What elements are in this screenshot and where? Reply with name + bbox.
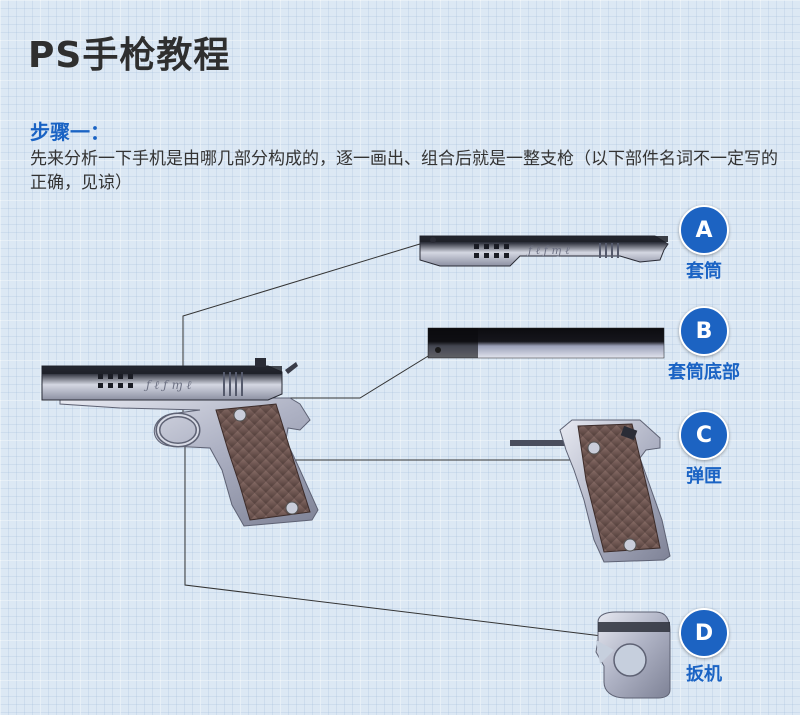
label-d: 扳机 [686, 664, 722, 685]
page-title: PS手枪教程 [28, 35, 231, 76]
badge-c: C [679, 410, 729, 460]
badge-a: A [679, 205, 729, 255]
part-c-grip-image [510, 419, 671, 563]
leader-lines [182, 239, 611, 638]
leader-line-b [262, 349, 439, 399]
pistol-grip-panel [215, 403, 311, 521]
step-description: 先来分析一下手机是由哪几部分构成的，逐一画出、组合后就是一整支枪（以下部件名词不… [30, 149, 778, 193]
part-d-trigger-image [595, 611, 671, 699]
label-a: 套筒 [686, 261, 722, 282]
label-c: 弹匣 [686, 466, 722, 487]
leader-line-d [184, 442, 611, 638]
slide-vents [98, 374, 133, 388]
step-title: 步骤一： [30, 120, 110, 144]
badge-d: D [679, 608, 729, 658]
slide-engraving: ƒ ℓ ƒ ɱ ℓ [143, 378, 192, 392]
part-b-barrel-image [427, 327, 665, 359]
slide-serrations [223, 372, 243, 396]
part-a-slide-image: ƒ ℓ ƒ ɱ ℓ [419, 235, 669, 267]
label-b: 套筒底部 [668, 362, 740, 383]
svg-text:ƒ ℓ ƒ ɱ ℓ: ƒ ℓ ƒ ɱ ℓ [525, 244, 570, 257]
badge-b: B [679, 306, 729, 356]
assembled-pistol: ƒ ℓ ƒ ɱ ℓ [41, 358, 319, 527]
